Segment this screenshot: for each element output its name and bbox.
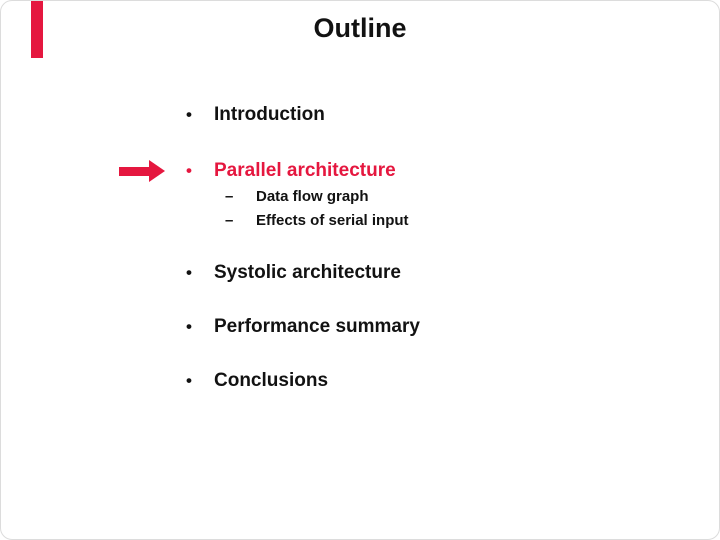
sub-bullet-data-flow-graph: – Data flow graph (225, 187, 369, 205)
bullet-icon: • (186, 317, 192, 336)
sub-bullet-label: Effects of serial input (256, 211, 409, 229)
bullet-item-parallel-architecture: • Parallel architecture (186, 160, 396, 182)
bullet-item-introduction: • Introduction (186, 104, 325, 126)
bullet-label: Introduction (214, 104, 325, 125)
dash-icon: – (225, 187, 234, 205)
current-item-arrow-icon (119, 160, 165, 182)
dash-icon: – (225, 211, 234, 229)
bullet-item-systolic-architecture: • Systolic architecture (186, 262, 401, 284)
bullet-label: Systolic architecture (214, 262, 401, 283)
bullet-item-performance-summary: • Performance summary (186, 316, 420, 338)
arrow-head (149, 160, 165, 182)
sub-bullet-effects-of-serial-input: – Effects of serial input (225, 211, 409, 229)
bullet-label: Parallel architecture (214, 160, 396, 181)
bullet-icon: • (186, 161, 192, 180)
bullet-label: Conclusions (214, 370, 329, 391)
red-accent-bar (31, 1, 43, 58)
sub-bullet-label: Data flow graph (256, 187, 369, 205)
bullet-icon: • (186, 371, 192, 390)
bullet-icon: • (186, 263, 192, 282)
bullet-item-conclusions: • Conclusions (186, 370, 328, 392)
bullet-label: Performance summary (214, 316, 420, 337)
arrow-tail (119, 167, 149, 176)
slide-title: Outline (313, 13, 407, 43)
bullet-icon: • (186, 105, 192, 124)
